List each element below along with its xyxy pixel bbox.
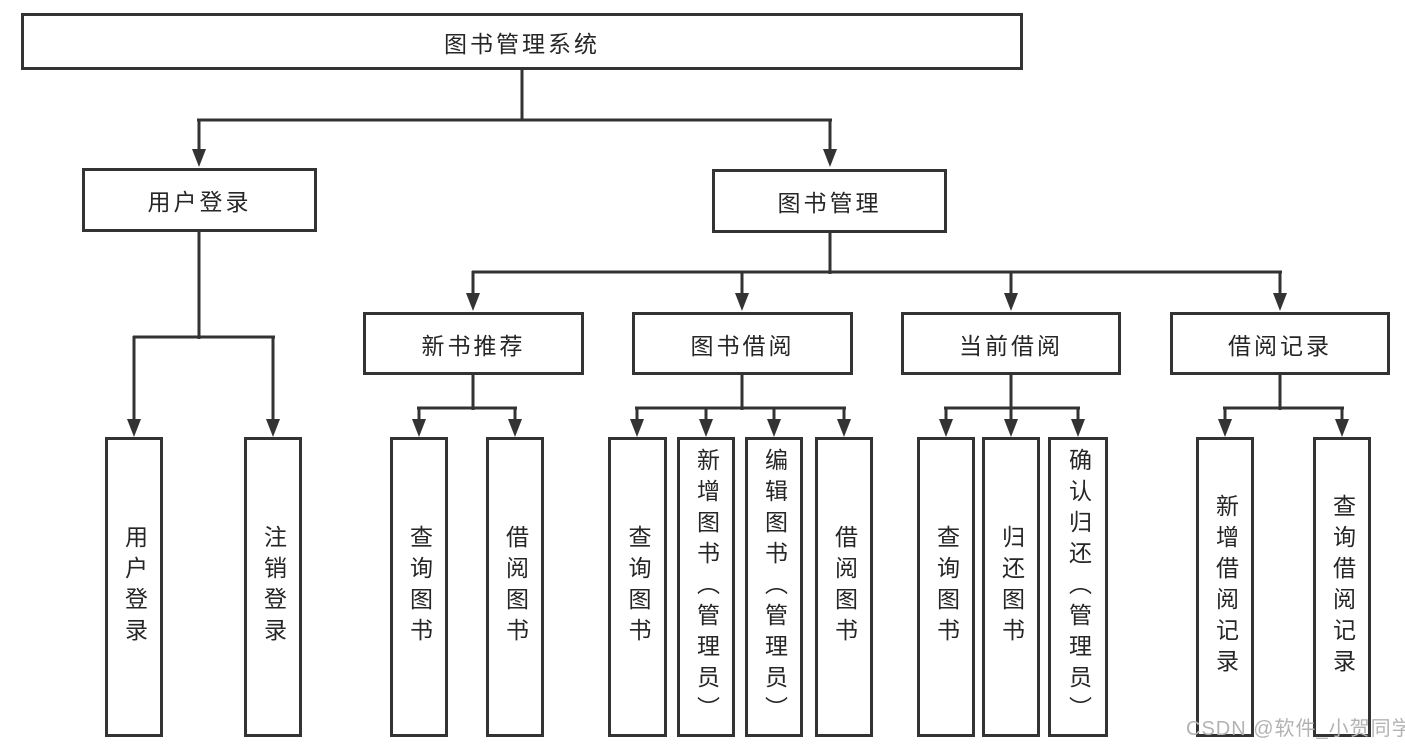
- node-borrow-books-recommend-label: 借阅图书: [502, 525, 529, 649]
- node-borrow-books-recommend: 借阅图书: [486, 437, 544, 737]
- node-borrow-books-leaf-label: 借阅图书: [831, 525, 858, 649]
- node-user-login-branch: 用户登录: [82, 168, 317, 232]
- node-add-book-admin-label: 新增图书（管理员）: [693, 447, 720, 727]
- node-confirm-return-admin-label: 确认归还（管理员）: [1065, 447, 1092, 727]
- node-new-book-recommendation: 新书推荐: [363, 312, 584, 375]
- node-borrowing-records-label: 借阅记录: [1228, 332, 1332, 359]
- node-query-borrow-record: 查询借阅记录: [1313, 437, 1371, 737]
- node-library-system-root-label: 图书管理系统: [444, 30, 600, 57]
- node-query-borrow-record-label: 查询借阅记录: [1329, 494, 1356, 680]
- node-book-management-branch-label: 图书管理: [777, 190, 882, 216]
- node-edit-book-admin: 编辑图书（管理员）: [745, 437, 803, 737]
- node-add-borrow-record: 新增借阅记录: [1196, 437, 1254, 737]
- node-borrowing-records: 借阅记录: [1170, 312, 1390, 375]
- node-add-book-admin: 新增图书（管理员）: [677, 437, 735, 737]
- node-current-borrowing: 当前借阅: [901, 312, 1121, 375]
- watermark-text: CSDN @软件_小贺同学: [1186, 718, 1405, 740]
- node-current-borrowing-label: 当前借阅: [959, 332, 1063, 359]
- node-book-borrowing-label: 图书借阅: [690, 332, 795, 359]
- node-user-login-branch-label: 用户登录: [147, 189, 252, 215]
- node-library-system-root: 图书管理系统: [21, 13, 1023, 70]
- node-query-books-recommend-label: 查询图书: [406, 525, 433, 649]
- node-book-management-branch: 图书管理: [712, 169, 947, 233]
- node-add-borrow-record-label: 新增借阅记录: [1212, 494, 1239, 680]
- node-logout-leaf-label: 注销登录: [260, 525, 287, 649]
- node-borrow-books-leaf: 借阅图书: [815, 437, 873, 737]
- node-logout-leaf: 注销登录: [244, 437, 302, 737]
- node-query-books-borrowing-label: 查询图书: [625, 525, 651, 649]
- node-return-books: 归还图书: [982, 437, 1040, 737]
- node-new-book-recommendation-label: 新书推荐: [421, 332, 526, 359]
- node-user-login-leaf: 用户登录: [105, 437, 163, 737]
- node-query-books-current: 查询图书: [917, 437, 975, 737]
- node-book-borrowing: 图书借阅: [632, 312, 853, 375]
- node-query-books-recommend: 查询图书: [390, 437, 448, 737]
- node-edit-book-admin-label: 编辑图书（管理员）: [761, 447, 788, 727]
- node-query-books-current-label: 查询图书: [933, 525, 960, 649]
- node-confirm-return-admin: 确认归还（管理员）: [1048, 437, 1108, 737]
- node-query-books-borrowing: 查询图书: [608, 437, 667, 737]
- node-return-books-label: 归还图书: [998, 525, 1025, 649]
- node-user-login-leaf-label: 用户登录: [121, 525, 148, 649]
